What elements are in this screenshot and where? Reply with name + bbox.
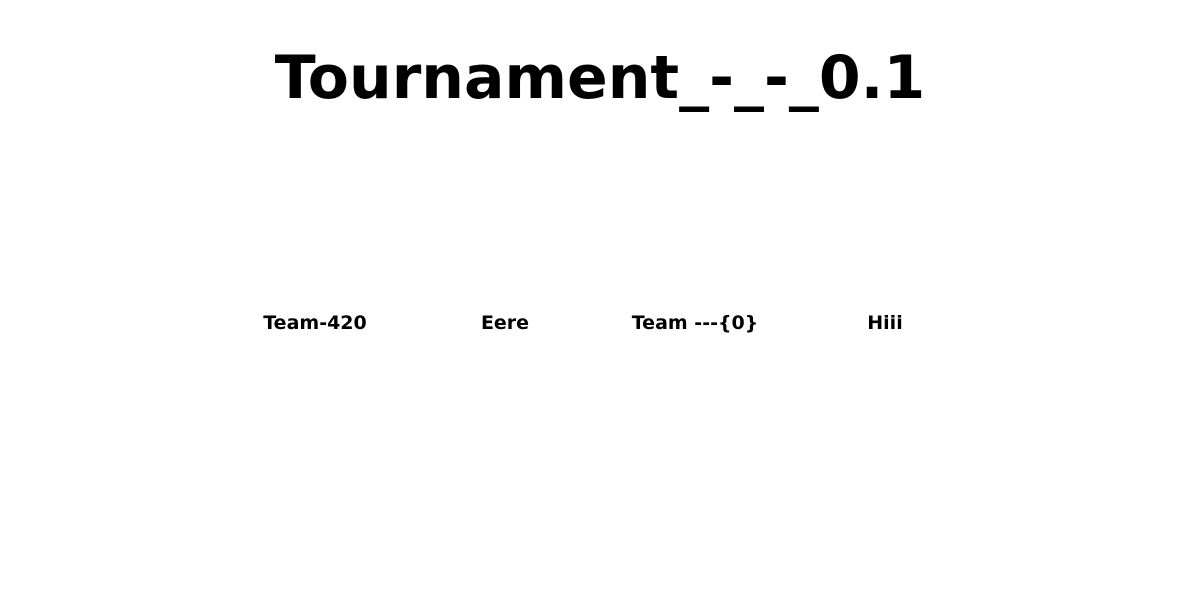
team-name-1: Team-420 xyxy=(263,312,367,334)
team-name-4: Hiii xyxy=(867,312,903,334)
page-title: Tournament_-_-_0.1 xyxy=(274,43,926,113)
team-list: Team-420 Eere Team ---{0} Hiii xyxy=(0,310,1200,336)
team-name-2: Eere xyxy=(480,312,530,334)
team-name-3: Team ---{0} xyxy=(631,312,759,334)
